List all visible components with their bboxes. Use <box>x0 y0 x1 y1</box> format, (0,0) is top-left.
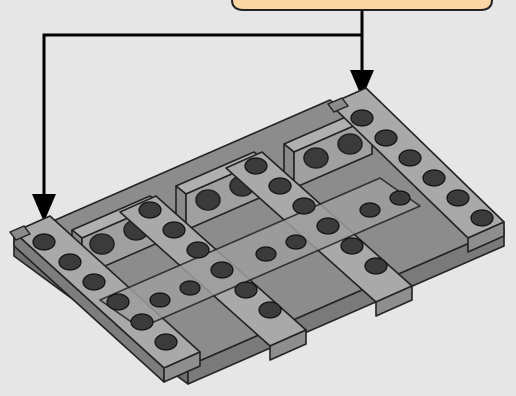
arrow-head-left <box>32 194 56 222</box>
arrow-line-left <box>42 33 362 205</box>
arrow-head-right <box>350 70 374 98</box>
long-plate-left <box>13 215 201 383</box>
end-tabs <box>8 97 350 241</box>
studs <box>32 109 494 351</box>
plate-assembly <box>13 87 505 385</box>
callout-box <box>231 0 493 11</box>
callout-arrows <box>32 10 374 222</box>
